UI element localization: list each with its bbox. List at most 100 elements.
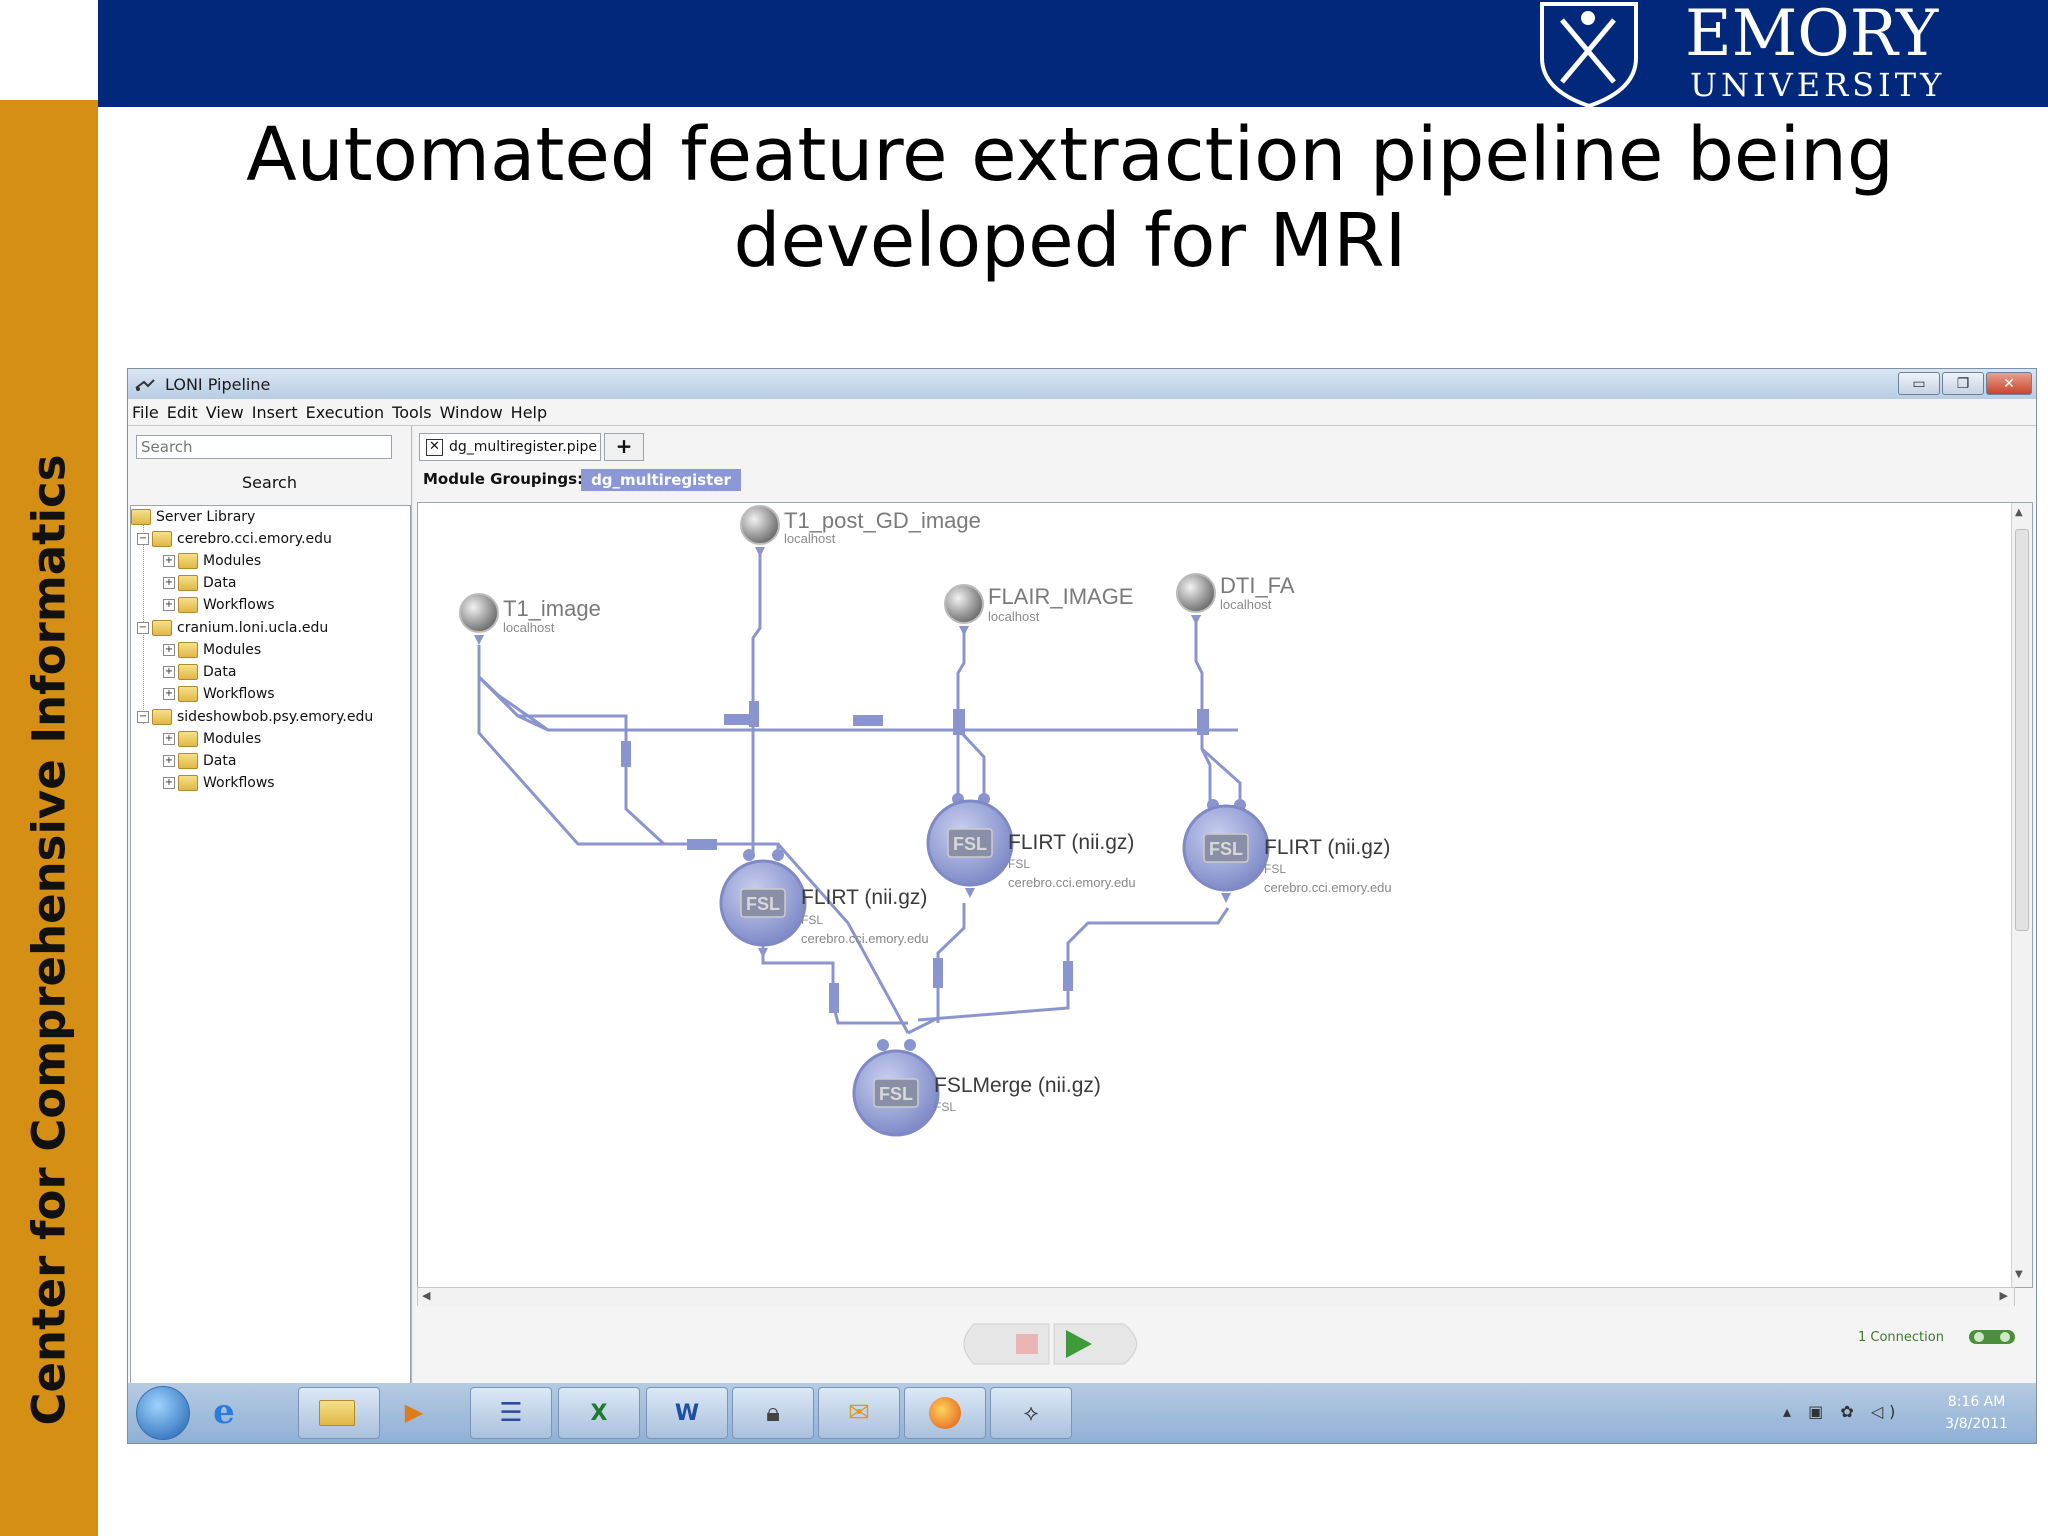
node-flair-image[interactable]: FLAIR_IMAGE localhost [944,584,1133,624]
tree-item-workflows[interactable]: + Workflows [163,772,275,794]
tab-label: dg_multiregister.pipe [449,439,597,455]
expand-icon[interactable]: + [163,644,175,656]
module-flirt-middle[interactable]: FSL FLIRT (nii.gz) FSL cerebro.cci.emory… [926,799,1136,898]
run-button[interactable] [1053,1323,1137,1365]
firefox-icon[interactable] [904,1387,986,1439]
collapse-icon[interactable]: − [137,533,149,545]
menu-insert[interactable]: Insert [251,402,298,422]
tree-item-workflows[interactable]: + Workflows [163,594,275,616]
tree-item-modules[interactable]: + Modules [163,639,261,661]
tab-dg-multiregister[interactable]: ✕ dg_multiregister.pipe [419,433,601,461]
internet-explorer-icon[interactable]: e [213,1392,235,1432]
file-explorer-icon[interactable] [298,1387,380,1439]
library-search-input[interactable] [136,435,392,459]
expand-icon[interactable]: + [163,688,175,700]
scroll-right-icon[interactable]: ▶ [1999,1289,2008,1302]
side-label: Center for Comprehensive Informatics [22,454,76,1426]
tree-item-workflows[interactable]: + Workflows [163,683,275,705]
tree-item-label: Modules [203,642,262,658]
media-player-icon[interactable]: ▶ [404,1398,424,1426]
expand-icon[interactable]: + [163,599,175,611]
folder-icon [178,731,198,747]
restore-button[interactable]: ❐ [1942,372,1984,395]
tree-item-label: Data [203,575,237,591]
system-tray[interactable]: ▴ ▣ ✿ ◁) [1783,1402,1902,1421]
menu-file[interactable]: File [132,402,159,422]
close-button[interactable]: ✕ [1986,372,2032,395]
node-title: FLAIR_IMAGE [988,584,1133,609]
scroll-left-icon[interactable]: ◀ [422,1289,431,1302]
scroll-up-icon[interactable]: ▲ [2015,507,2023,518]
tree-item-data[interactable]: + Data [163,572,236,594]
library-search-button[interactable]: Search [242,473,297,492]
menu-window[interactable]: Window [439,402,503,422]
tree-server-sideshowbob[interactable]: − sideshowbob.psy.emory.edu [137,706,373,728]
module-host: cerebro.cci.emory.edu [1264,880,1392,895]
excel-icon[interactable]: X [558,1387,640,1439]
start-orb-icon[interactable] [136,1386,190,1440]
outlook-icon[interactable]: ✉ [818,1387,900,1439]
clock-time: 8:16 AM [1947,1394,2006,1410]
node-t1-image[interactable]: T1_image localhost [459,593,601,635]
scrollbar-thumb[interactable] [2015,529,2029,931]
tree-server-label: cerebro.cci.emory.edu [177,531,332,547]
minimize-button[interactable]: ▭ [1898,372,1940,395]
module-title: FSLMerge (nii.gz) [934,1074,1101,1097]
node-t1-post-gd-image[interactable]: T1_post_GD_image localhost [740,505,981,546]
tree-server-cerebro[interactable]: − cerebro.cci.emory.edu [137,528,332,550]
expand-icon[interactable]: + [163,733,175,745]
fsl-badge: FSL [879,1084,913,1104]
node-host: localhost [1220,597,1272,612]
add-tab-button[interactable]: + [604,433,644,461]
scroll-down-icon[interactable]: ▼ [2015,1269,2023,1280]
menu-execution[interactable]: Execution [305,402,385,422]
restore-icon: ❐ [1956,375,1970,392]
folder-icon [178,597,198,613]
close-icon: ✕ [2003,375,2015,392]
menu-edit[interactable]: Edit [166,402,198,422]
tab-close-icon[interactable]: ✕ [426,438,443,456]
tree-root-label: Server Library [156,509,256,525]
expand-icon[interactable]: + [163,755,175,767]
module-title: FLIRT (nii.gz) [1264,836,1390,859]
menu-tools[interactable]: Tools [392,402,432,422]
module-fslmerge[interactable]: FSL FSLMerge (nii.gz) FSL [852,1049,1101,1137]
tree-server-cranium[interactable]: − cranium.loni.ucla.edu [137,617,328,639]
execution-controls: 1 Connection [414,1306,2036,1383]
word-icon[interactable]: W [646,1387,728,1439]
window-titlebar[interactable]: LONI Pipeline ▭ ❐ ✕ [128,369,2036,400]
emory-logo: EMORY UNIVERSITY [1540,0,1941,107]
connection-plug-icon[interactable] [1968,1326,2016,1348]
notes-app-icon[interactable]: ☰ [470,1387,552,1439]
module-flirt-right[interactable]: FSL FLIRT (nii.gz) FSL cerebro.cci.emory… [1182,804,1392,903]
expand-icon[interactable]: + [163,577,175,589]
node-dti-fa[interactable]: DTI_FA localhost [1176,573,1295,613]
slide-header-bar [98,0,2048,107]
tree-item-modules[interactable]: + Modules [163,728,261,750]
collapse-icon[interactable]: − [137,622,149,634]
collapse-icon[interactable]: − [137,711,149,723]
menu-view[interactable]: View [205,402,244,422]
taskbar-clock[interactable]: 8:16 AM 3/8/2011 [1945,1391,2008,1435]
folder-icon [178,686,198,702]
module-host: cerebro.cci.emory.edu [1008,875,1136,890]
canvas-horizontal-scrollbar[interactable]: ◀ ▶ [417,1287,2015,1307]
play-icon [1066,1330,1092,1358]
logo-word-emory: EMORY [1685,0,1939,71]
window-title: LONI Pipeline [165,375,271,394]
tree-item-data[interactable]: + Data [163,661,236,683]
tree-item-data[interactable]: + Data [163,750,236,772]
canvas-vertical-scrollbar[interactable]: ▲ ▼ [2011,503,2032,1287]
workflow-canvas[interactable]: T1_post_GD_image localhost T1_image loca… [417,502,2033,1288]
security-lock-icon[interactable]: 🔒︎ [732,1387,814,1439]
expand-icon[interactable]: + [163,555,175,567]
module-flirt-left[interactable]: FSL FLIRT (nii.gz) FSL cerebro.cci.emory… [719,859,929,958]
tree-item-label: Modules [203,731,262,747]
loni-pipeline-icon[interactable]: ⟡ [990,1387,1072,1439]
tree-item-modules[interactable]: + Modules [163,550,261,572]
expand-icon[interactable]: + [163,666,175,678]
module-grouping-chip[interactable]: dg_multiregister [581,469,741,491]
expand-icon[interactable]: + [163,777,175,789]
menu-help[interactable]: Help [510,402,548,422]
tree-root[interactable]: Server Library [131,506,255,528]
